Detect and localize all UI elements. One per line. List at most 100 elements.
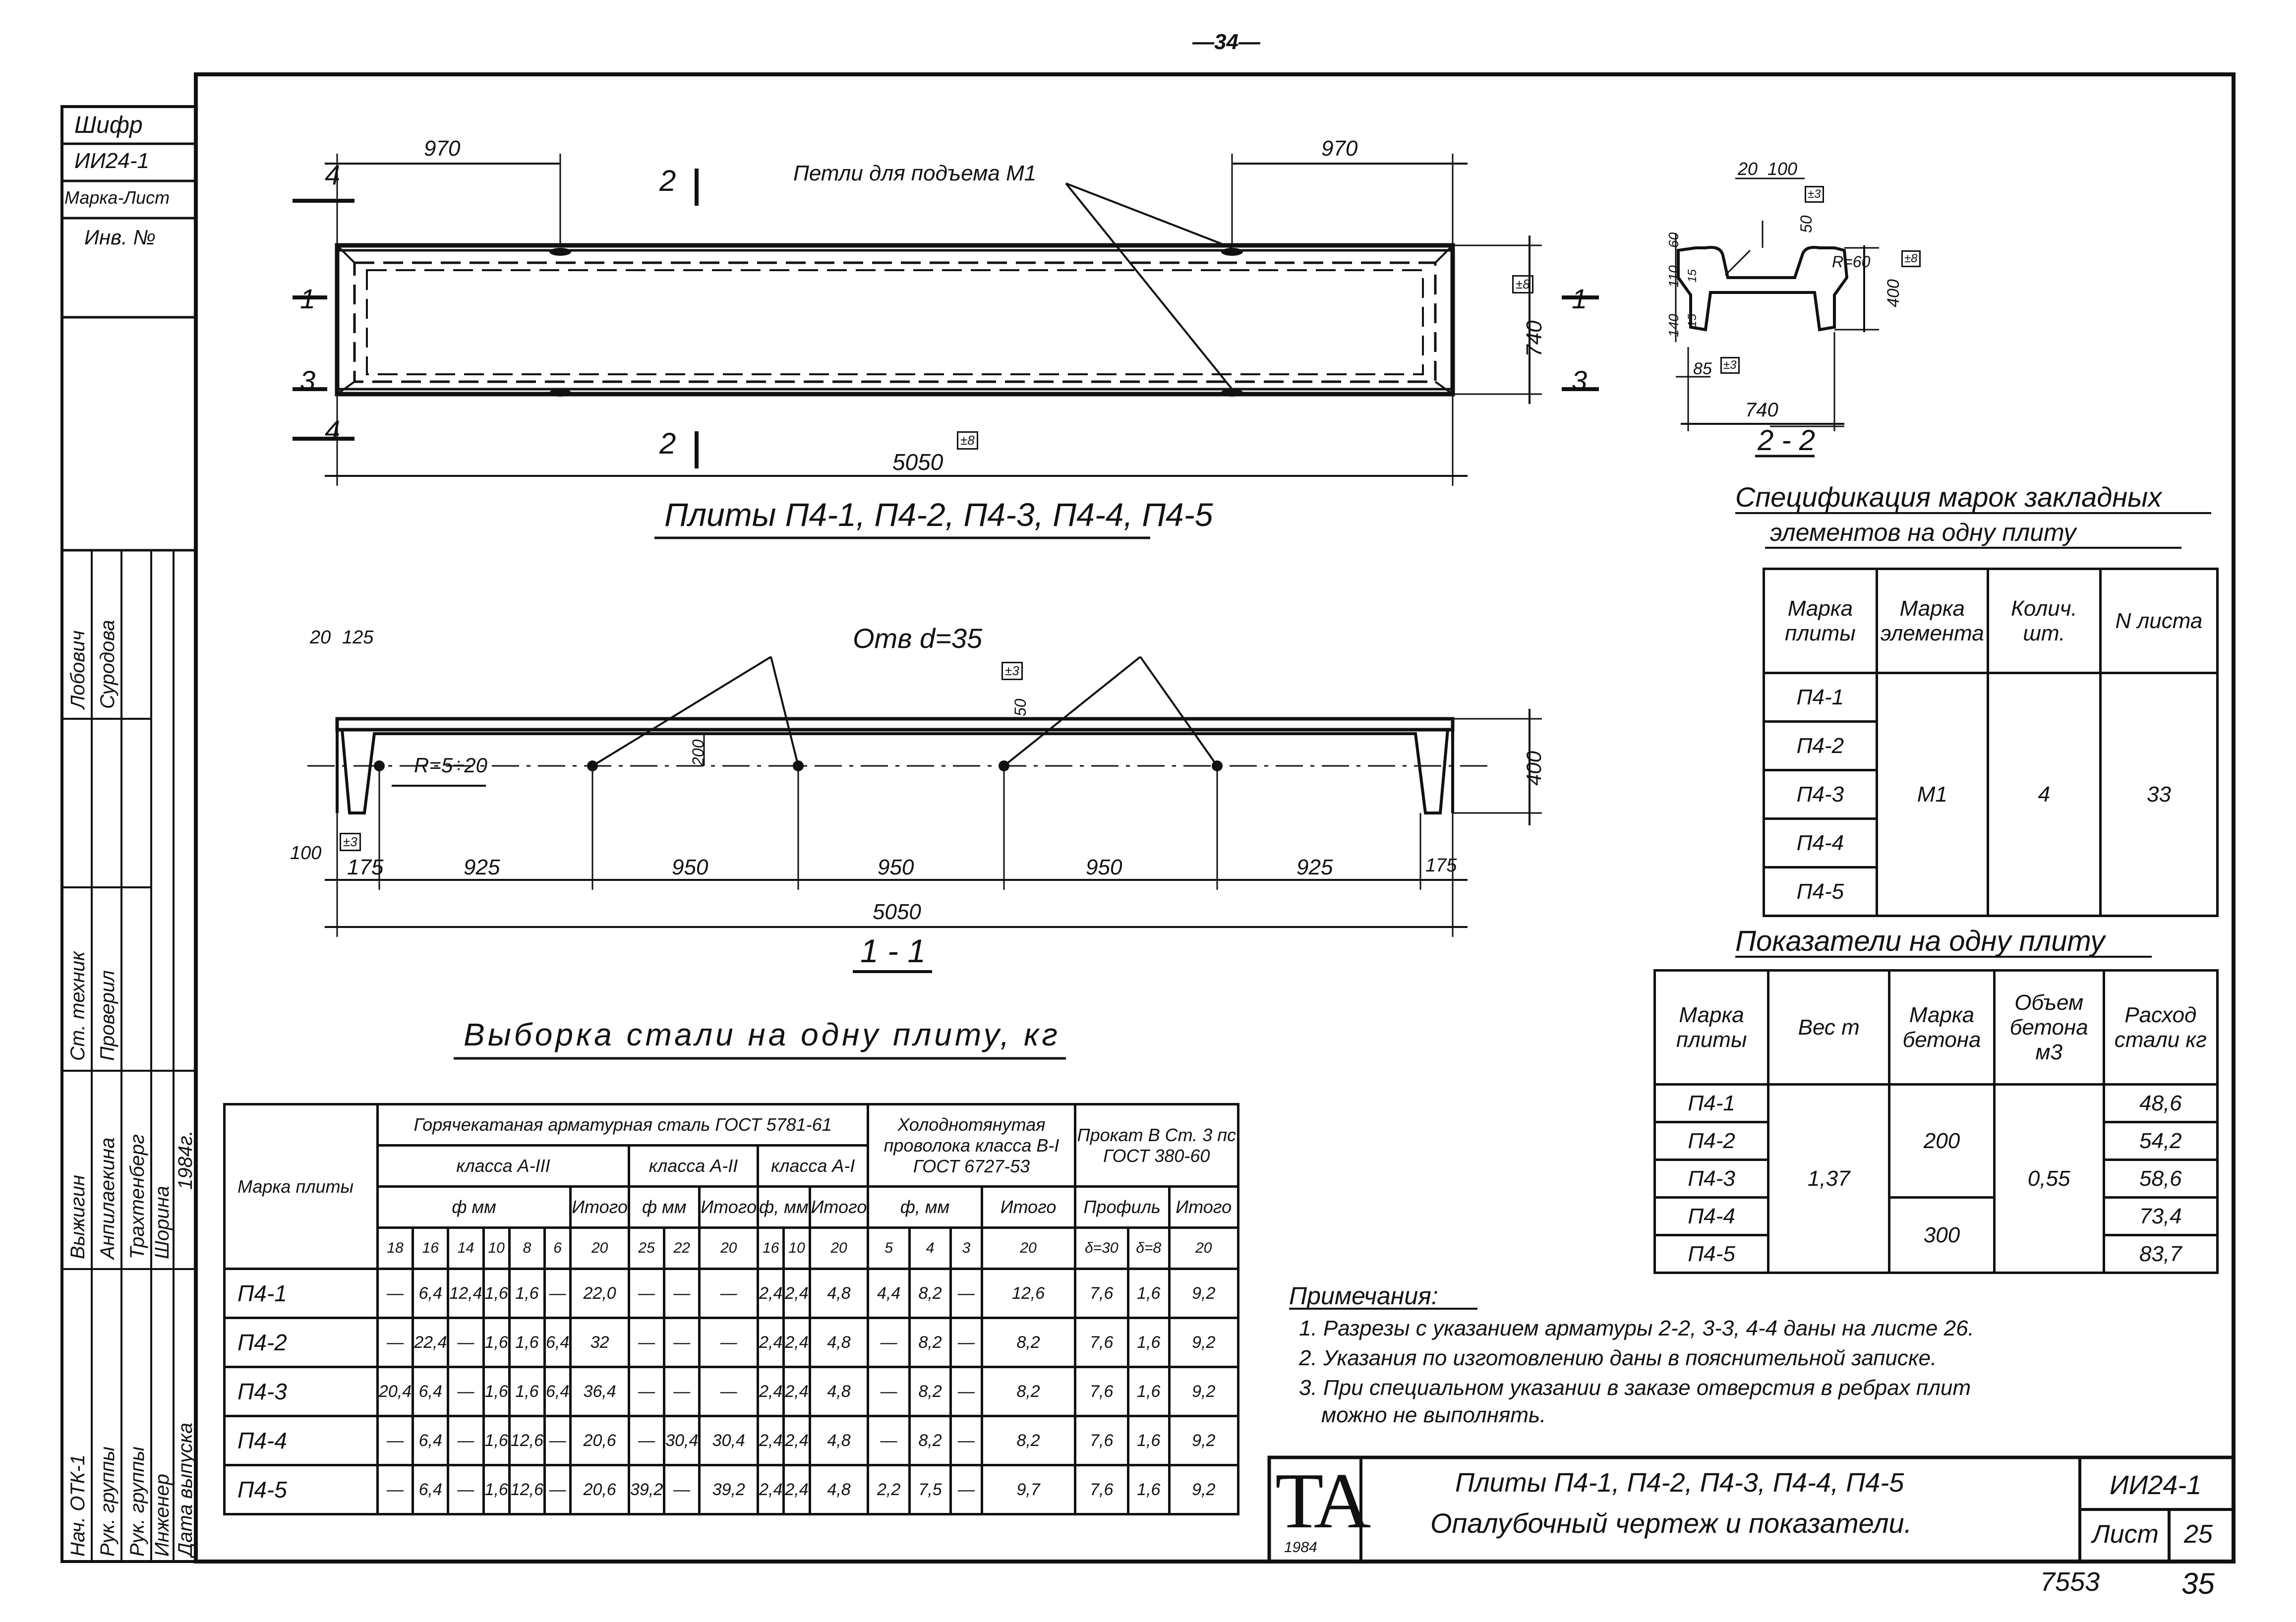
steel-subhead: 10: [782, 1226, 811, 1270]
strip-name-3: Шорина: [151, 1186, 173, 1259]
s11-dim-50: 50: [1011, 698, 1029, 716]
steel-subhead: δ=30: [1073, 1226, 1129, 1270]
spec-row-2: П4-3: [1763, 769, 1878, 820]
steel-cell: 1,6: [1126, 1366, 1171, 1417]
perf-steel-3: 73,4: [2102, 1196, 2219, 1236]
s11-dim-0: 175: [347, 855, 384, 879]
steel-cell: 4,4: [867, 1268, 911, 1319]
steel-h-g2: Холоднотянутая проволока класса В-I ГОСТ…: [867, 1103, 1076, 1188]
strip-cipher-label: Шифр: [74, 112, 143, 138]
steel-subhead: 22: [663, 1226, 701, 1270]
steel-cell: 2,4: [757, 1317, 785, 1368]
steel-cell: 7,6: [1073, 1317, 1129, 1368]
s22-dim-20: 20: [1738, 159, 1758, 179]
steel-cell: —: [628, 1268, 666, 1319]
steel-cell: 4,8: [808, 1415, 870, 1466]
perf-steel-1: 54,2: [2102, 1121, 2219, 1161]
steel-cell: 2,4: [757, 1366, 785, 1417]
steel-cell: —: [949, 1268, 983, 1319]
notes-item-2: 3. При специальном указании в заказе отв…: [1299, 1376, 1971, 1400]
s11-title: 1 - 1: [860, 932, 926, 969]
steel-cell: 6,4: [543, 1366, 572, 1417]
steel-subhead: 6: [543, 1226, 572, 1270]
spec-h-sheet: N листа: [2099, 568, 2219, 674]
s11-dim-6: 175: [1425, 855, 1457, 876]
steel-cell: 6,4: [543, 1317, 572, 1368]
steel-cell: 4,8: [808, 1366, 870, 1417]
steel-cell: 2,4: [757, 1268, 785, 1319]
steel-cell: 7,6: [1073, 1366, 1129, 1417]
steel-cell: —: [376, 1268, 414, 1319]
steel-cell: 1,6: [508, 1317, 546, 1368]
spec-row-4: П4-5: [1763, 866, 1878, 917]
steel-table: Марка плиты Горячекатаная арматурная ста…: [223, 1103, 1240, 1515]
steel-cell: 1,6: [482, 1268, 511, 1319]
steel-cell: 9,7: [980, 1464, 1076, 1515]
steel-cell: 9,2: [1168, 1268, 1240, 1319]
steel-h-g1b: класса А-II: [628, 1144, 760, 1188]
steel-cell: 1,6: [1126, 1268, 1171, 1319]
steel-cell: 22,0: [569, 1268, 631, 1319]
steel-subhead: 25: [628, 1226, 666, 1270]
perf-concrete-a: 200: [1888, 1083, 1996, 1199]
steel-h-phi-b: ф мм: [628, 1185, 701, 1229]
steel-h-total-c: Итого: [808, 1185, 870, 1229]
steel-cell: —: [447, 1464, 485, 1515]
steel-h-total-d: Итого: [980, 1185, 1076, 1229]
steel-h-g1c: класса А-I: [757, 1144, 870, 1188]
strip-name-1: Анпилаекина: [97, 1137, 118, 1259]
steel-subhead: 4: [908, 1226, 952, 1270]
strip-role-2: Рук. группы: [126, 1447, 148, 1557]
s11-radius-label: R=5÷20: [414, 753, 487, 777]
perf-h-concrete: Марка бетона: [1888, 969, 1996, 1086]
steel-h-phi-d: ф, мм: [867, 1185, 983, 1229]
perf-h-brand: Марка плиты: [1653, 969, 1770, 1086]
steel-subhead: 16: [412, 1226, 450, 1270]
steel-cell: —: [698, 1268, 760, 1319]
steel-cell: 1,6: [1126, 1464, 1171, 1515]
steel-cell: 1,6: [482, 1415, 511, 1466]
perf-row-0: П4-1: [1653, 1083, 1770, 1123]
steel-cell: 6,4: [412, 1268, 450, 1319]
strip-code: ИИ24-1: [74, 149, 150, 173]
steel-cell: —: [447, 1415, 485, 1466]
spec-h-element: Марка элемента: [1875, 568, 1989, 674]
steel-cell: 8,2: [980, 1366, 1076, 1417]
s22-dim-400: 400: [1884, 279, 1903, 307]
steel-h-phi-a: ф мм: [376, 1185, 572, 1229]
strip-inventory: Инв. №: [84, 226, 156, 249]
plan-cut-3-left: 3: [300, 365, 316, 396]
perf-steel-2: 58,6: [2102, 1159, 2219, 1199]
steel-cell: 9,2: [1168, 1366, 1240, 1417]
steel-cell: 39,2: [628, 1464, 666, 1515]
plan-cut-1-left: 1: [300, 283, 316, 314]
steel-cell: 12,4: [447, 1268, 485, 1319]
steel-cell: 6,4: [412, 1415, 450, 1466]
spec-row-3: П4-4: [1763, 817, 1878, 869]
perf-row-4: П4-5: [1653, 1234, 1770, 1274]
plan-loops-label: Петли для подъема М1: [793, 161, 1037, 185]
steel-cell: 1,6: [1126, 1415, 1171, 1466]
steel-subhead: 18: [376, 1226, 414, 1270]
steel-h-total-a: Итого: [569, 1185, 631, 1229]
plan-cut-4-top: 4: [325, 159, 341, 190]
steel-cell: —: [447, 1317, 485, 1368]
steel-cell: 2,4: [782, 1317, 811, 1368]
s22-dim-15a: 15: [1686, 269, 1699, 283]
steel-cell: 1,6: [508, 1268, 546, 1319]
steel-cell: —: [447, 1366, 485, 1417]
s11-tol-left: ±3: [340, 833, 361, 851]
steel-subhead: 5: [867, 1226, 911, 1270]
steel-h-profile: Профиль: [1073, 1185, 1171, 1229]
steel-cell: 8,2: [908, 1366, 952, 1417]
plan-cut-3-right: 3: [1572, 365, 1588, 396]
steel-cell: —: [543, 1464, 572, 1515]
tb-title-2: Опалубочный чертеж и показатели.: [1430, 1507, 1912, 1539]
steel-cell: 2,4: [782, 1268, 811, 1319]
steel-cell: 20,6: [569, 1464, 631, 1515]
steel-cell: 2,4: [782, 1464, 811, 1515]
s22-dim-140: 140: [1666, 314, 1681, 337]
steel-h-total-b: Итого: [698, 1185, 760, 1229]
